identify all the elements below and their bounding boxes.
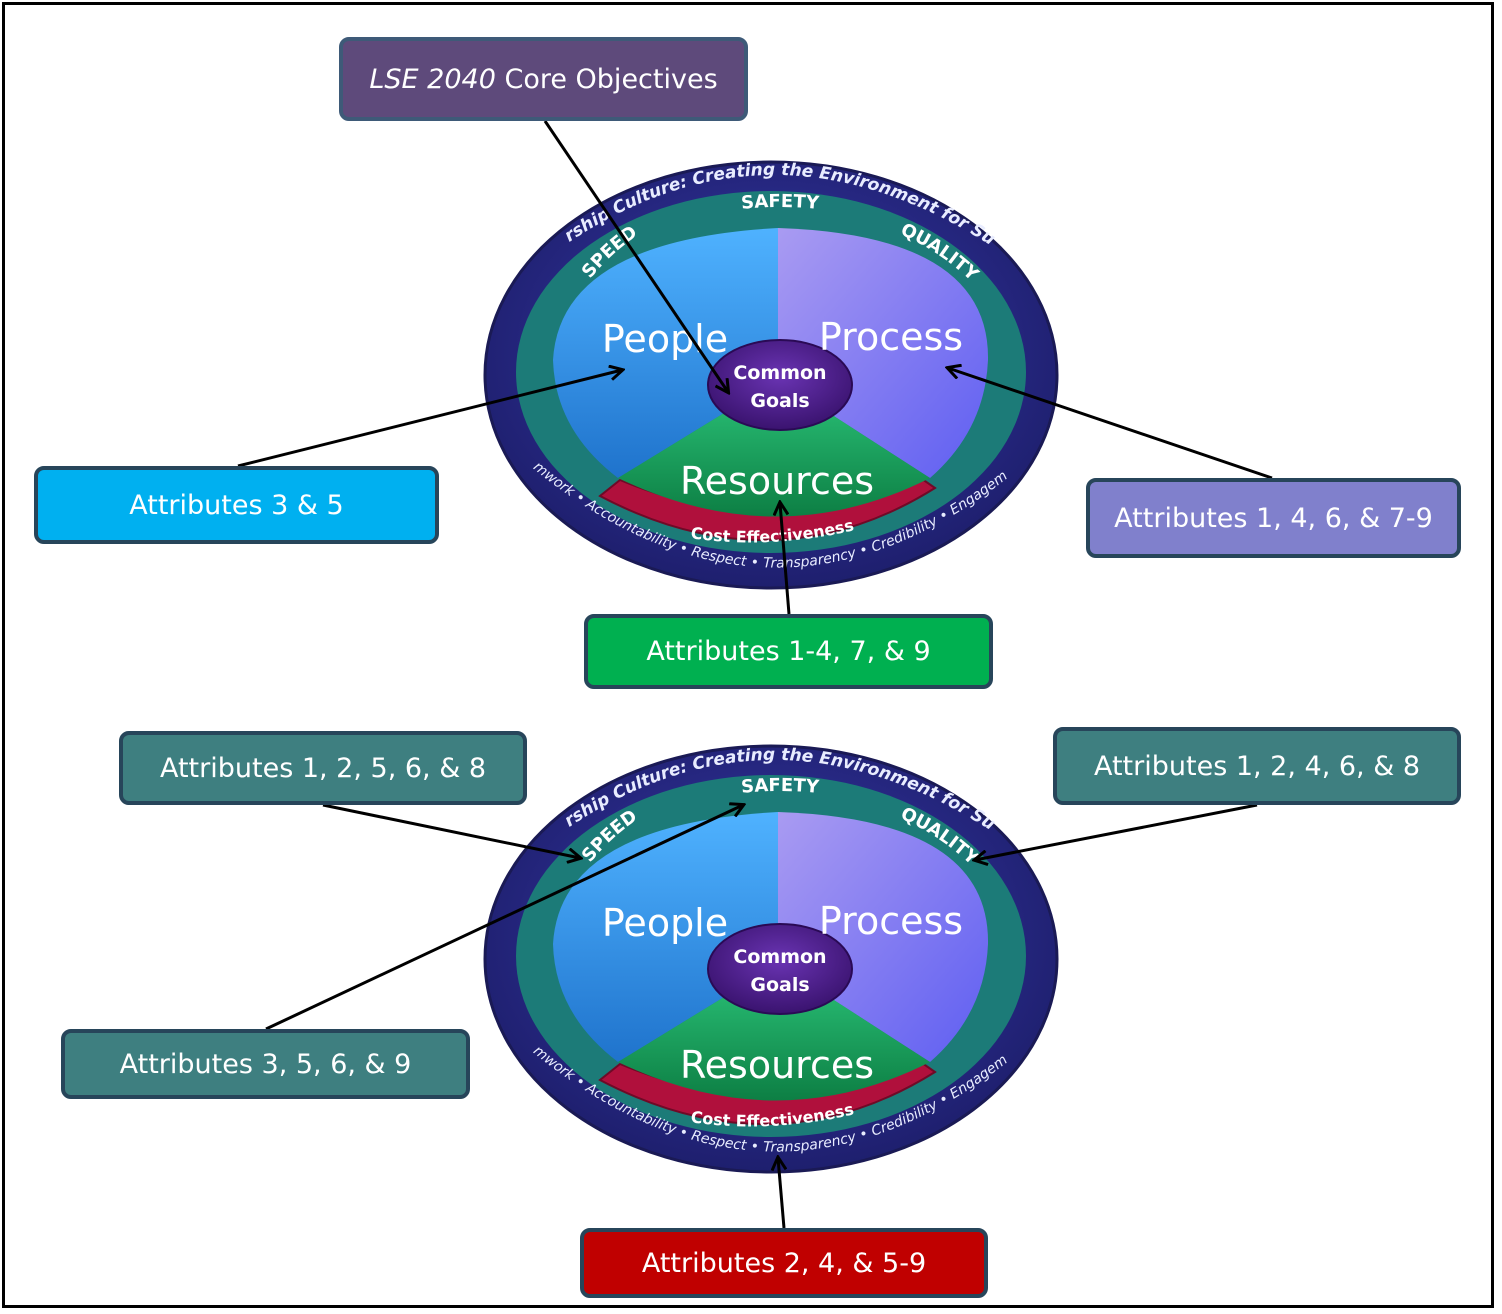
people-segment [553,812,778,1062]
arrow-quality [975,803,1258,860]
people-label: People [602,317,728,361]
process-label: Process [819,899,963,943]
resources-label: Resources [680,459,874,503]
arrow-people [237,370,622,468]
common-goals-hub [707,923,853,1015]
title-rest: Core Objectives [495,63,718,95]
resources-segment [618,380,930,517]
people-segment [553,228,778,478]
common-goals-line1: Common [733,362,826,384]
arrow-resources [780,503,791,615]
arrow-speed [322,803,580,858]
safety-attributes-box: Attributes 3, 5, 6, & 9 [61,1029,470,1099]
common-goals-line2: Goals [750,974,809,996]
cost-effectiveness-attributes-box: Attributes 2, 4, & 5-9 [580,1228,988,1298]
resources-attributes-box: Attributes 1-4, 7, & 9 [584,614,993,689]
people-label: People [602,901,728,945]
resources-segment [618,964,930,1101]
arrow-safety [265,805,743,1031]
core-objectives-title-box: LSE 2040 Core Objectives [339,37,748,121]
arrow-title-to-common-goals [543,120,728,392]
safety-label: SAFETY [740,191,820,214]
arrow-cost [778,1158,784,1229]
title-italic: LSE 2040 [369,63,496,95]
core-objectives-diagram-bottom: Leadership Culture: Creating the Environ… [0,0,1059,1174]
common-goals-line1: Common [733,946,826,968]
speed-attributes-box: Attributes 1, 2, 5, 6, & 8 [119,731,527,805]
process-segment [778,228,989,478]
common-goals-hub [707,339,853,431]
arrow-process [948,368,1273,480]
process-attributes-box: Attributes 1, 4, 6, & 7-9 [1086,478,1461,558]
quality-attributes-box: Attributes 1, 2, 4, 6, & 8 [1053,727,1461,805]
people-attributes-box: Attributes 3 & 5 [34,466,439,544]
process-label: Process [819,315,963,359]
resources-label: Resources [680,1043,874,1087]
connector-arrows [237,120,1273,1229]
process-segment [778,812,989,1062]
safety-label: SAFETY [740,775,820,798]
common-goals-line2: Goals [750,390,809,412]
